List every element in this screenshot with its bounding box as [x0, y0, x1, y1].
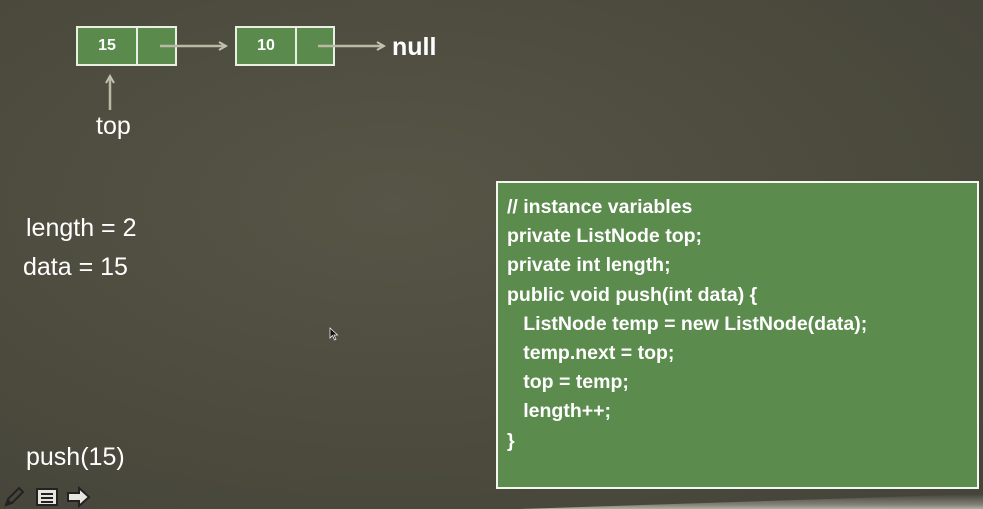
code-panel: // instance variables private ListNode t… — [496, 181, 979, 489]
code-line: public void push(int data) { — [507, 283, 758, 306]
presentation-toolbar — [2, 484, 92, 509]
node-value: 15 — [78, 28, 138, 64]
code-line: temp.next = top; — [507, 342, 675, 365]
null-label: null — [392, 33, 437, 61]
next-arrow-icon[interactable] — [66, 485, 92, 509]
list-node-second: 10 — [235, 26, 335, 66]
pen-icon[interactable] — [2, 485, 28, 509]
length-variable: length = 2 — [26, 214, 137, 242]
menu-icon[interactable] — [34, 485, 60, 509]
code-line: top = temp; — [507, 371, 629, 394]
node-next-pointer — [138, 28, 175, 64]
code-line: ListNode temp = new ListNode(data); — [507, 312, 868, 335]
node-value: 10 — [237, 28, 297, 64]
code-line: } — [507, 429, 515, 452]
code-line: private int length; — [507, 254, 671, 277]
code-line: length++; — [507, 400, 612, 423]
mouse-pointer-icon — [329, 327, 339, 341]
code-line: private ListNode top; — [507, 225, 703, 248]
operation-label: push(15) — [26, 443, 125, 471]
code-line: // instance variables — [507, 196, 693, 218]
node-next-pointer — [297, 28, 333, 64]
top-pointer-label: top — [96, 112, 131, 140]
data-variable: data = 15 — [23, 253, 128, 281]
list-node-first: 15 — [76, 26, 177, 66]
